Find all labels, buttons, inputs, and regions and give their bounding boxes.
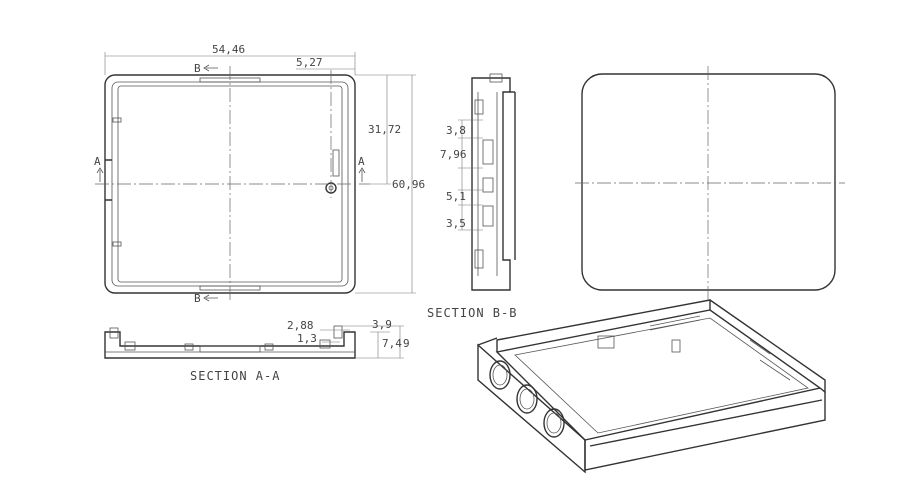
aa-dim-4: 7,4 [382, 337, 402, 350]
dim-half-height: 31,72 [368, 123, 401, 136]
dim-height: 60,96 [392, 178, 425, 191]
end-panel [477, 343, 586, 474]
section-bb-view: 3,8 7,96 5,1 3,5 SECTION B-B [427, 73, 517, 320]
port-hole-1 [489, 360, 511, 390]
aa-dim-5: 9 [403, 337, 410, 350]
bb-dim-1: 3,8 [446, 124, 466, 137]
aa-dim-3: 3,9 [372, 318, 392, 331]
section-mark-b-top: B [194, 62, 201, 75]
section-mark-b-bottom: B [194, 292, 201, 305]
port-hole-3 [543, 408, 565, 438]
port-hole-2 [516, 384, 538, 414]
dim-width: 54,46 [212, 43, 245, 56]
aa-dim-1: 2,88 [287, 319, 314, 332]
front-view: 54,46 5,27 31,72 60,96 A A B B [94, 43, 425, 305]
section-aa-caption: SECTION A-A [190, 369, 280, 383]
section-mark-a-right: A [358, 155, 365, 168]
aa-dim-2: 1,3 [297, 332, 317, 345]
lid-outline [581, 73, 836, 291]
section-aa-view: 2,88 1,3 3,9 7,4 9 SECTION A-A [104, 318, 410, 383]
section-aa-profile [104, 331, 356, 359]
dim-offset: 5,27 [296, 56, 323, 69]
isometric-view [477, 299, 826, 474]
bb-dim-4: 3,5 [446, 217, 466, 230]
bb-dim-3: 5,1 [446, 190, 466, 203]
section-bb-profile [471, 77, 511, 291]
section-bb-caption: SECTION B-B [427, 306, 517, 320]
bb-dim-2: 7,96 [440, 148, 467, 161]
section-mark-a-left: A [94, 155, 101, 168]
lid-view [575, 66, 845, 300]
